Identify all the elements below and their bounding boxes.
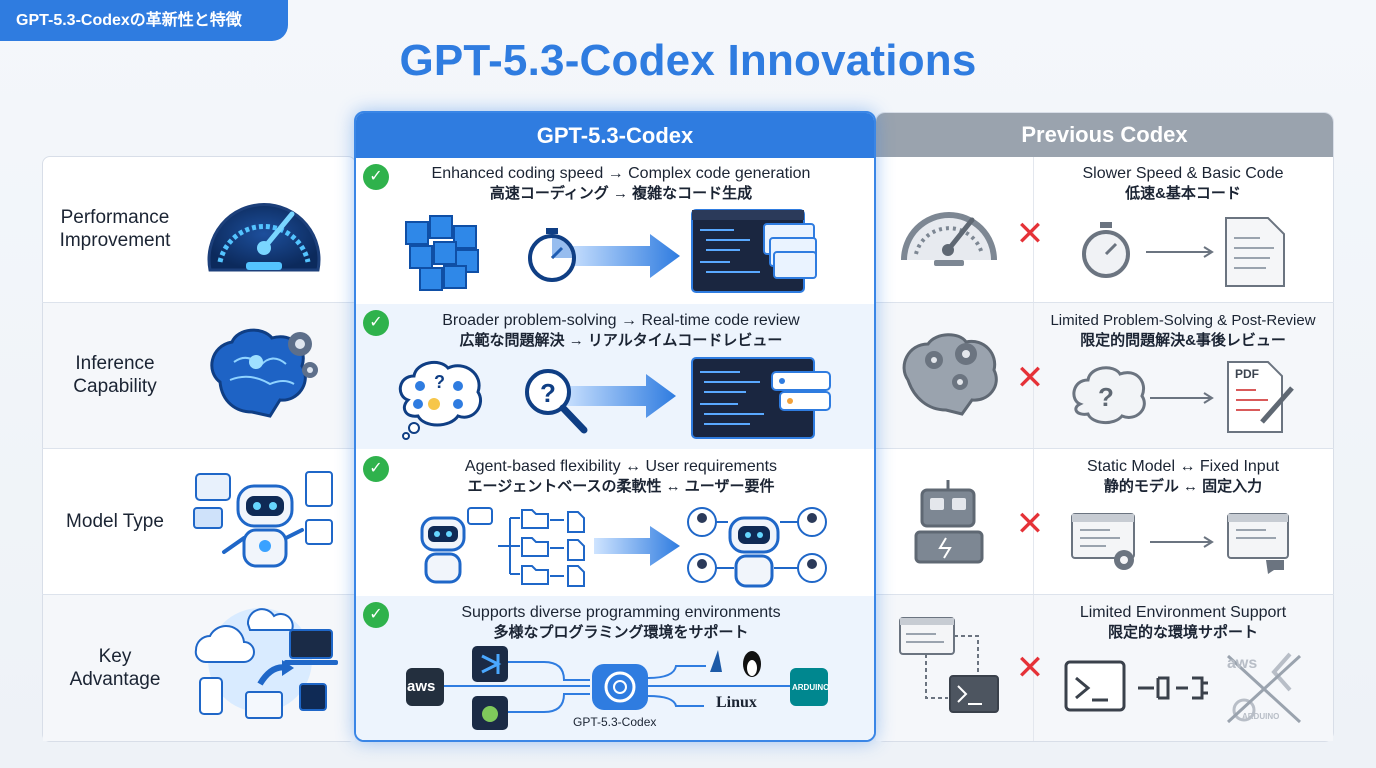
static-input-icon bbox=[1071, 513, 1289, 574]
linux-label: Linux bbox=[716, 694, 757, 711]
robot-assistant-icon bbox=[193, 471, 333, 568]
old-row-2-en: Limited Problem-Solving & Post-Review bbox=[1050, 312, 1316, 329]
gray-robot-icon bbox=[914, 480, 984, 564]
old-row-3-en: Static Model ↔ Fixed Input bbox=[1086, 458, 1280, 475]
old-row-3-jp: 静的モデル ↔ 固定入力 bbox=[1103, 478, 1263, 495]
old-row-3-text: Static Model ↔ Fixed Input 静的モデル ↔ 固定入力 bbox=[1036, 457, 1330, 497]
blue-arrow-icon bbox=[594, 526, 680, 566]
robot-flow-icon bbox=[420, 507, 585, 587]
hub-label: GPT-5.3-Codex bbox=[573, 715, 657, 729]
thought-bubble-icon: ? bbox=[398, 360, 482, 440]
stopwatch-document-icon bbox=[1082, 217, 1285, 287]
svg-text:?: ? bbox=[1098, 382, 1114, 412]
gpt53-codex-header: GPT-5.3-Codex bbox=[356, 113, 874, 158]
robot-users-icon bbox=[687, 507, 827, 588]
new-row-1-jp: 高速コーディング → 複雑なコード生成 bbox=[489, 185, 753, 202]
cross-icon: ✕ bbox=[1015, 505, 1045, 543]
new-row-4-jp: 多様なプログラミング環境をサポート bbox=[493, 624, 749, 641]
cloud-devices-icon bbox=[194, 608, 338, 719]
old-row-1-en: Slower Speed & Basic Code bbox=[1082, 165, 1284, 182]
check-icon: ✓ bbox=[363, 602, 389, 628]
previous-codex-header: Previous Codex bbox=[876, 113, 1333, 157]
stopwatch-arrow-icon bbox=[528, 228, 680, 282]
svg-text:?: ? bbox=[540, 378, 556, 408]
aws-label: aws bbox=[407, 678, 436, 695]
old-row-1-jp: 低速&基本コード bbox=[1125, 185, 1241, 202]
new-row-1-en: Enhanced coding speed → Complex code gen… bbox=[431, 165, 811, 182]
code-windows-icon bbox=[691, 209, 817, 293]
top-tag: GPT-5.3-Codexの革新性と特徴 bbox=[0, 0, 288, 41]
cross-icon: ✕ bbox=[1015, 649, 1045, 687]
category-model-type: Model Type bbox=[66, 511, 164, 532]
speedometer-icon bbox=[207, 203, 321, 272]
terminal-windows-icon bbox=[899, 617, 999, 713]
new-row-3-jp: エージェントベースの柔軟性 ↔ ユーザー要件 bbox=[467, 478, 775, 495]
gray-brain-icon bbox=[902, 333, 998, 416]
check-icon: ✓ bbox=[363, 310, 389, 336]
new-row-4-en: Supports diverse programming environment… bbox=[461, 604, 781, 621]
gray-speedometer-icon bbox=[901, 212, 997, 266]
svg-text:?: ? bbox=[434, 372, 445, 392]
cross-icon: ✕ bbox=[1015, 359, 1045, 397]
old-row-4-text: Limited Environment Support 限定的な環境サポート bbox=[1036, 603, 1330, 643]
new-row-3-en: Agent-based flexibility ↔ User requireme… bbox=[464, 458, 778, 475]
new-row-4-text: Supports diverse programming environment… bbox=[392, 603, 850, 643]
cubes-icon bbox=[405, 215, 479, 291]
new-row-2-en: Broader problem-solving → Real-time code… bbox=[442, 312, 800, 329]
cross-icon: ✕ bbox=[1015, 215, 1045, 253]
check-icon: ✓ bbox=[363, 164, 389, 190]
arduino-label: ARDUINO bbox=[792, 683, 830, 692]
new-row-3-text: Agent-based flexibility ↔ User requireme… bbox=[392, 457, 850, 497]
brain-gears-icon bbox=[210, 328, 318, 418]
magnifier-arrow-icon: ? bbox=[525, 369, 676, 434]
new-row-1-text: Enhanced coding speed → Complex code gen… bbox=[392, 164, 850, 204]
page-title: GPT-5.3-Codex Innovations bbox=[399, 36, 977, 85]
faded-arduino-label: ARDUINO bbox=[1242, 712, 1280, 721]
check-icon: ✓ bbox=[363, 456, 389, 482]
pdf-label: PDF bbox=[1235, 367, 1259, 381]
old-row-2-jp: 限定的問題解決&事後レビュー bbox=[1080, 332, 1286, 349]
environments-hub-icon bbox=[406, 646, 828, 730]
old-row-4-jp: 限定的な環境サポート bbox=[1107, 624, 1258, 641]
new-row-2-text: Broader problem-solving → Real-time code… bbox=[392, 311, 850, 351]
old-row-2-text: Limited Problem-Solving & Post-Review 限定… bbox=[1036, 311, 1330, 351]
question-pdf-icon: ? bbox=[1072, 361, 1294, 433]
code-review-screen-icon bbox=[691, 357, 831, 439]
old-row-1-text: Slower Speed & Basic Code 低速&基本コード bbox=[1036, 164, 1330, 204]
new-row-2-jp: 広範な問題解決 → リアルタイムコードレビュー bbox=[459, 332, 783, 349]
column-divider bbox=[1033, 157, 1034, 741]
faded-aws-label: aws bbox=[1227, 655, 1258, 672]
unplugged-environments-icon bbox=[1064, 652, 1302, 724]
old-row-4-en: Limited Environment Support bbox=[1079, 604, 1287, 621]
